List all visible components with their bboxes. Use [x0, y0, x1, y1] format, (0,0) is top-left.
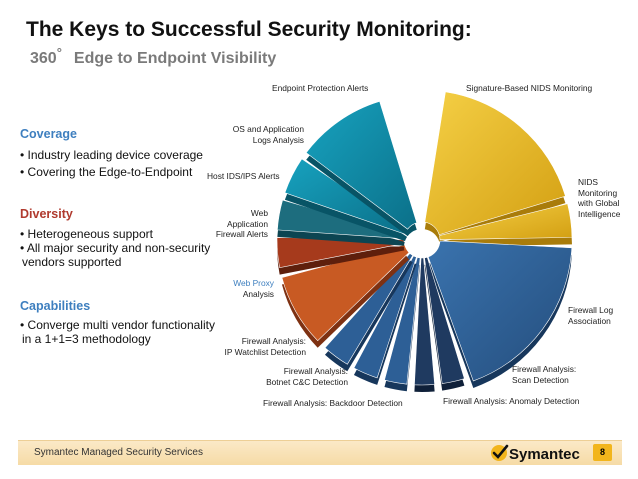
label-web-proxy: Web Proxy Analysis: [214, 278, 274, 299]
label-fw-scan-detection: Firewall Analysis: Scan Detection: [512, 364, 577, 385]
label-fw-ip-watchlist: Firewall Analysis: IP Watchlist Detectio…: [224, 336, 306, 357]
wedge-fw-backdoor: [384, 257, 421, 392]
page-number: 8: [593, 444, 612, 461]
footer-bar: Symantec Managed Security Services: [18, 440, 622, 465]
footer-text: Symantec Managed Security Services: [34, 447, 203, 458]
wedge-fw-scan: [424, 256, 465, 391]
wedge-fw-botnet: [353, 255, 417, 385]
slide-title: The Keys to Successful Security Monitori…: [26, 18, 472, 41]
wedge-fw-scan-face: [424, 256, 465, 384]
web-proxy-link[interactable]: Web Proxy: [233, 278, 274, 288]
wedge-fw-ip-watchlist: [324, 252, 414, 372]
label-fw-backdoor: Firewall Analysis: Backdoor Detection: [263, 398, 403, 408]
wedge-nids-global: [439, 203, 573, 247]
label-fw-botnet: Firewall Analysis: Botnet C&C Detection: [266, 366, 348, 387]
coverage-bullet-2: • Covering the Edge-to-Endpoint: [20, 165, 193, 179]
label-endpoint-protection: Endpoint Protection Alerts: [272, 83, 369, 93]
diversity-bullet-1: • Heterogeneous support: [20, 227, 153, 241]
svg-text:Symantec: Symantec: [509, 446, 580, 463]
subtitle-text: Edge to Endpoint Visibility: [73, 50, 277, 67]
wedge-endpoint-protection-face: [305, 100, 418, 230]
wedge-signature-nids: [424, 91, 566, 242]
wedge-signature-nids-face: [424, 91, 566, 236]
wedge-web-proxy: [281, 244, 410, 348]
wedge-web-proxy-face: [281, 244, 410, 342]
wedge-web-app-firewall: [276, 237, 405, 275]
wedge-nids-global-face: [439, 203, 573, 240]
wedge-fw-anomaly: [414, 257, 435, 392]
wedge-endpoint-protection: [305, 100, 418, 237]
subtitle-prefix: 360: [30, 50, 57, 67]
degree-symbol: °: [56, 45, 62, 60]
section-heading-coverage: Coverage: [20, 127, 77, 141]
wedge-firewall-log: [427, 240, 573, 388]
diversity-bullet-2: • All major security and non-security: [20, 241, 211, 255]
diversity-bullet-2-cont: vendors supported: [22, 255, 122, 269]
wedge-fw-anomaly-face: [414, 257, 435, 386]
wedge-fw-botnet-face: [353, 255, 417, 379]
label-signature-nids: Signature-Based NIDS Monitoring: [466, 83, 593, 93]
capabilities-bullet-1-cont: in a 1+1=3 methodology: [22, 332, 151, 346]
coverage-bullet-1: • Industry leading device coverage: [20, 148, 203, 162]
label-web-app-firewall: Web Application Firewall Alerts: [215, 208, 268, 239]
capabilities-bullet-1: • Converge multi vendor functionality: [20, 318, 215, 332]
label-fw-anomaly: Firewall Analysis: Anomaly Detection: [443, 396, 580, 406]
wedge-fw-backdoor-face: [384, 257, 421, 385]
label-os-app-logs: OS and Application Logs Analysis: [232, 124, 304, 145]
wedge-fw-ip-watchlist-face: [324, 252, 414, 365]
label-host-ids: Host IDS/IPS Alerts: [207, 171, 280, 181]
label-nids-global: NIDS Monitoring with Global Intelligence: [578, 177, 621, 219]
label-firewall-log-association: Firewall Log Association: [568, 305, 614, 326]
slide-subtitle: 360° Edge to Endpoint Visibility: [30, 45, 277, 68]
section-heading-diversity: Diversity: [20, 207, 73, 221]
symantec-logo: Symantec: [491, 444, 580, 463]
section-heading-capabilities: Capabilities: [20, 299, 91, 313]
wedge-firewall-log-face: [427, 240, 573, 382]
